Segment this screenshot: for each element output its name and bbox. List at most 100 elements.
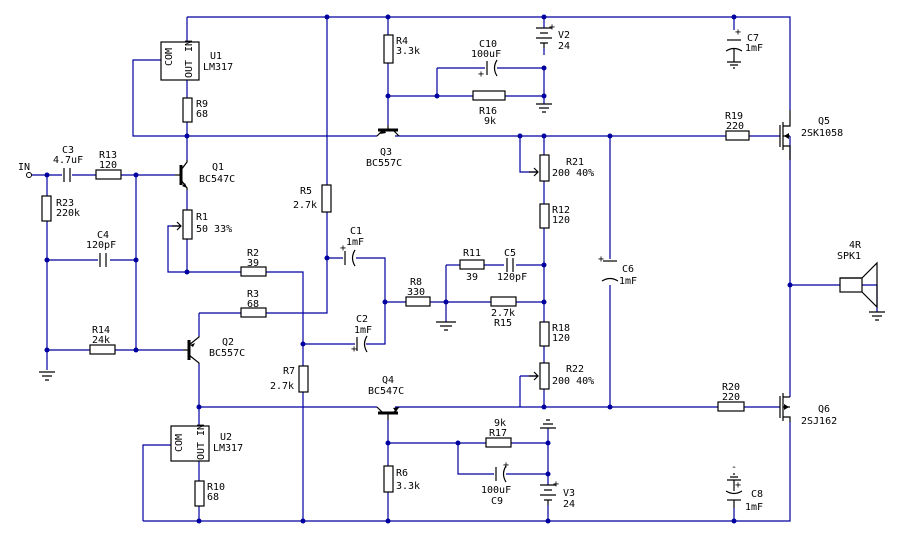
resistor-r23: R23 220k bbox=[41, 195, 80, 222]
svg-text:C9: C9 bbox=[491, 496, 503, 507]
svg-text:1mF: 1mF bbox=[745, 43, 763, 54]
svg-text:R4: R4 bbox=[396, 36, 408, 47]
svg-text:R6: R6 bbox=[396, 468, 408, 479]
input-terminal: IN bbox=[18, 162, 32, 178]
svg-text:C6: C6 bbox=[622, 264, 634, 275]
svg-text:200 40%: 200 40% bbox=[552, 376, 594, 387]
svg-text:24: 24 bbox=[558, 41, 570, 52]
potentiometer-r22: R22 200 40% bbox=[529, 362, 594, 390]
svg-text:Q5: Q5 bbox=[818, 116, 830, 127]
svg-text:R13: R13 bbox=[99, 150, 117, 161]
capacitor-c6: + C6 1mF bbox=[598, 254, 637, 287]
svg-text:220: 220 bbox=[726, 121, 744, 132]
svg-text:R10: R10 bbox=[207, 482, 225, 493]
svg-text:2SJ162: 2SJ162 bbox=[801, 416, 837, 427]
potentiometer-r1: R1 50 33% bbox=[172, 209, 232, 240]
capacitor-c1: + C1 1mF bbox=[340, 226, 364, 267]
svg-text:100uF: 100uF bbox=[471, 49, 501, 60]
svg-text:3.3k: 3.3k bbox=[396, 46, 420, 57]
resistor-r10: R10 68 bbox=[194, 480, 225, 507]
capacitor-c7: + C7 1mF bbox=[725, 27, 763, 69]
svg-text:3.3k: 3.3k bbox=[396, 481, 420, 492]
svg-text:C1: C1 bbox=[350, 226, 362, 237]
svg-text:4R: 4R bbox=[849, 240, 862, 251]
svg-text:120: 120 bbox=[552, 333, 570, 344]
svg-text:220k: 220k bbox=[56, 208, 80, 219]
svg-text:C5: C5 bbox=[504, 248, 516, 259]
svg-text:C2: C2 bbox=[356, 314, 368, 325]
svg-text:2.7k: 2.7k bbox=[270, 381, 294, 392]
svg-text:R7: R7 bbox=[283, 366, 295, 377]
battery-v2: + V2 24 bbox=[536, 22, 570, 52]
regulator-u2: COM IN OUT U2 LM317 bbox=[170, 424, 243, 462]
svg-text:-: - bbox=[731, 462, 737, 473]
svg-text:68: 68 bbox=[196, 109, 208, 120]
potentiometer-r21: R21 200 40% bbox=[529, 154, 594, 182]
svg-text:+: + bbox=[598, 254, 604, 265]
svg-text:COM: COM bbox=[174, 434, 185, 452]
resistor-r14: R14 24k bbox=[89, 325, 116, 355]
svg-text:R11: R11 bbox=[463, 248, 481, 259]
mosfet-q5: Q5 2SK1058 bbox=[779, 110, 843, 160]
svg-text:R5: R5 bbox=[300, 186, 312, 197]
speaker-spk1: 4R SPK1 bbox=[837, 240, 878, 309]
svg-text:+: + bbox=[549, 22, 555, 33]
svg-text:24: 24 bbox=[563, 499, 575, 510]
svg-text:Q3: Q3 bbox=[380, 147, 392, 158]
svg-text:2.7k: 2.7k bbox=[293, 200, 317, 211]
svg-text:2.7k: 2.7k bbox=[491, 308, 515, 319]
svg-text:SPK1: SPK1 bbox=[837, 251, 861, 262]
svg-text:LM317: LM317 bbox=[203, 62, 233, 73]
svg-text:R23: R23 bbox=[56, 198, 74, 209]
resistor-r11: R11 39 bbox=[459, 248, 485, 283]
svg-text:R18: R18 bbox=[552, 323, 570, 334]
svg-text:1mF: 1mF bbox=[354, 325, 372, 336]
resistor-r9: R9 68 bbox=[182, 97, 208, 123]
svg-text:Q4: Q4 bbox=[382, 375, 394, 386]
ground-symbols bbox=[39, 103, 885, 429]
svg-text:R16: R16 bbox=[479, 106, 497, 117]
resistor-r18: R18 120 bbox=[539, 321, 570, 347]
svg-text:+: + bbox=[735, 480, 741, 491]
svg-text:4.7uF: 4.7uF bbox=[53, 155, 83, 166]
svg-text:1mF: 1mF bbox=[745, 502, 763, 513]
svg-text:50 33%: 50 33% bbox=[196, 224, 232, 235]
svg-text:R2: R2 bbox=[247, 248, 259, 259]
svg-text:LM317: LM317 bbox=[213, 443, 243, 454]
svg-text:BC547C: BC547C bbox=[199, 174, 235, 185]
transistor-q2: Q2 BC557C bbox=[183, 336, 245, 364]
resistor-r16: R16 9k bbox=[472, 90, 506, 127]
svg-text:V3: V3 bbox=[563, 488, 575, 499]
resistor-r15: 2.7k R15 bbox=[490, 296, 517, 329]
svg-text:68: 68 bbox=[247, 299, 259, 310]
svg-text:1mF: 1mF bbox=[619, 276, 637, 287]
svg-text:IN: IN bbox=[184, 40, 195, 52]
regulator-u1: COM IN OUT U1 LM317 bbox=[160, 40, 233, 81]
svg-text:68: 68 bbox=[207, 492, 219, 503]
svg-text:+: + bbox=[478, 69, 484, 80]
resistor-r19: R19 220 bbox=[725, 111, 750, 141]
transistor-q3: Q3 BC557C bbox=[366, 125, 402, 169]
capacitor-c4: C4 120pF bbox=[86, 230, 116, 267]
svg-text:100uF: 100uF bbox=[481, 485, 511, 496]
svg-text:9k: 9k bbox=[494, 418, 506, 429]
resistor-r8: R8 330 bbox=[405, 277, 431, 307]
junction-dots bbox=[44, 14, 793, 524]
svg-text:IN: IN bbox=[196, 424, 207, 436]
resistor-r3: R3 68 bbox=[240, 289, 267, 318]
svg-text:C8: C8 bbox=[751, 489, 763, 500]
svg-text:R12: R12 bbox=[552, 205, 570, 216]
svg-text:+: + bbox=[735, 27, 741, 38]
svg-text:120: 120 bbox=[99, 160, 117, 171]
svg-text:2SK1058: 2SK1058 bbox=[801, 128, 843, 139]
svg-text:U1: U1 bbox=[210, 51, 222, 62]
svg-text:OUT: OUT bbox=[196, 442, 207, 460]
input-label: IN bbox=[18, 162, 30, 173]
svg-text:120pF: 120pF bbox=[497, 272, 527, 283]
svg-text:BC547C: BC547C bbox=[368, 386, 404, 397]
svg-text:OUT: OUT bbox=[184, 60, 195, 78]
svg-text:Q6: Q6 bbox=[818, 404, 830, 415]
wires bbox=[29, 16, 878, 522]
svg-text:R21: R21 bbox=[566, 157, 584, 168]
